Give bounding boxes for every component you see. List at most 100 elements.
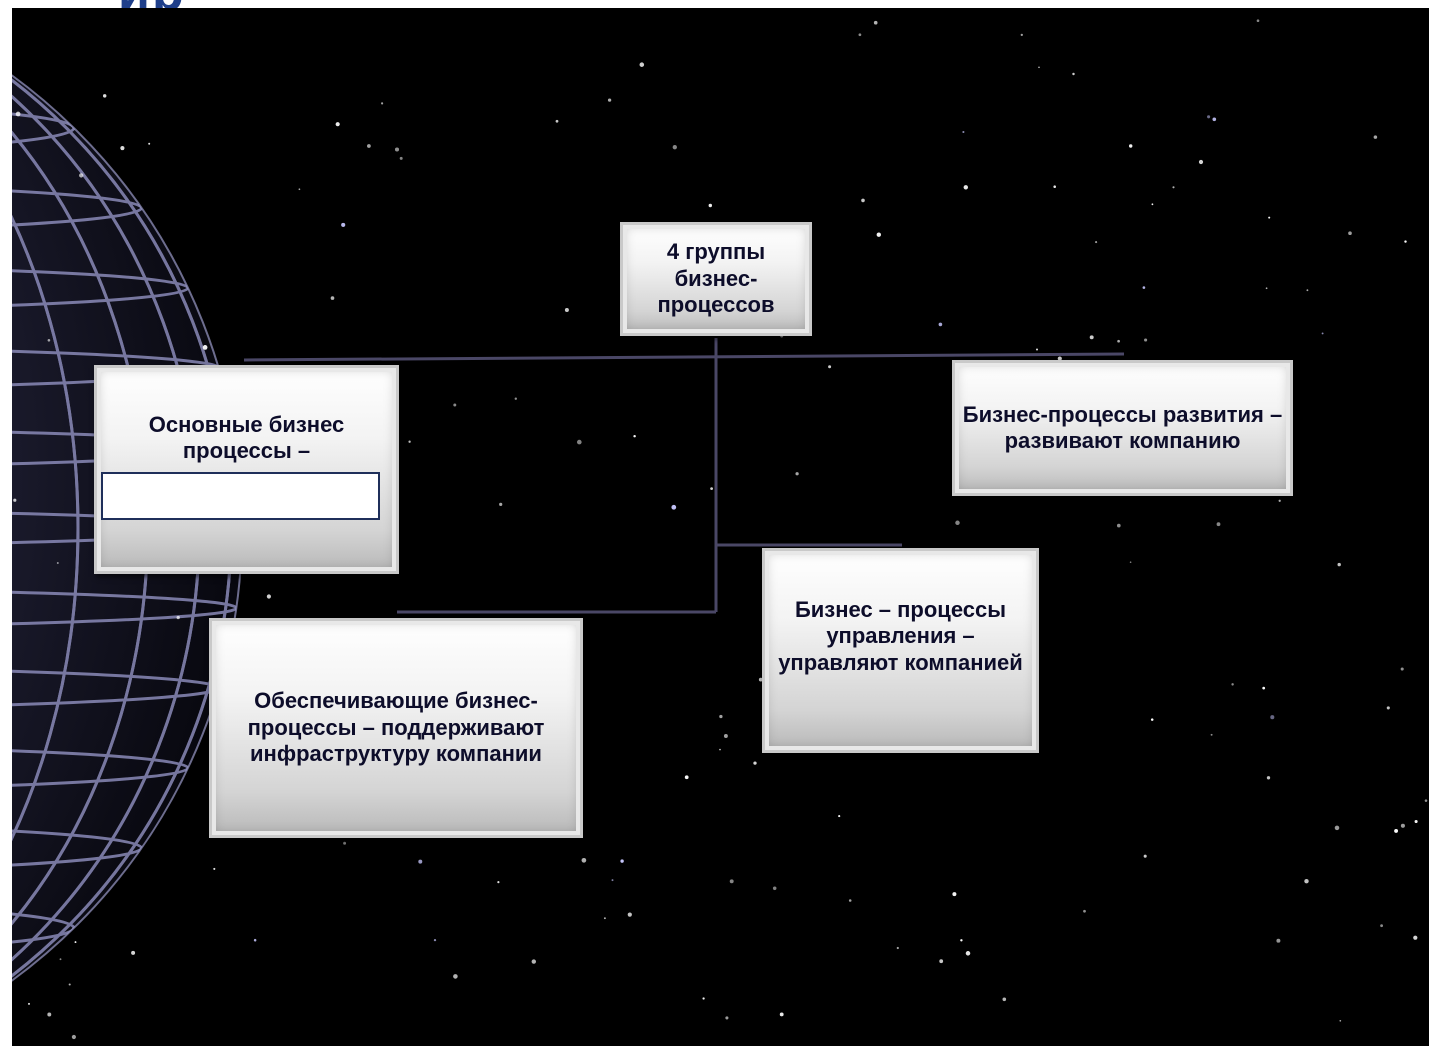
node-main-processes: Основные бизнес процессы –: [94, 365, 399, 574]
star: [1095, 241, 1098, 244]
star: [1053, 185, 1056, 188]
star: [963, 185, 969, 190]
star: [202, 345, 208, 350]
star: [1198, 159, 1204, 165]
star: [723, 734, 728, 738]
star: [1373, 135, 1378, 139]
star: [729, 879, 734, 884]
star: [1231, 683, 1234, 686]
redaction-box: [101, 472, 380, 520]
star: [620, 859, 624, 863]
star: [633, 434, 636, 438]
star: [418, 859, 423, 864]
star: [1002, 997, 1007, 1002]
star: [514, 397, 517, 400]
star: [298, 188, 301, 191]
star: [381, 102, 384, 105]
star: [47, 339, 51, 342]
star: [1386, 706, 1390, 710]
star: [1262, 686, 1266, 690]
star: [1212, 117, 1217, 122]
star: [1143, 854, 1147, 858]
star: [965, 951, 971, 956]
star: [1128, 144, 1133, 148]
star: [1265, 287, 1268, 290]
star: [433, 938, 437, 942]
node-root-label: 4 группы бизнес-процессов: [657, 239, 775, 318]
star: [611, 879, 614, 882]
star: [453, 974, 458, 979]
star: [1216, 522, 1221, 527]
star: [102, 94, 107, 98]
star: [56, 562, 59, 564]
star: [1270, 715, 1275, 720]
star: [952, 892, 957, 897]
star: [896, 946, 899, 950]
star: [684, 775, 689, 780]
star: [79, 173, 84, 178]
star: [1334, 825, 1340, 831]
star: [341, 222, 346, 227]
star: [564, 308, 569, 312]
star: [725, 1016, 729, 1020]
star: [627, 912, 632, 917]
star: [1151, 203, 1154, 206]
star: [1414, 819, 1418, 824]
star: [1036, 348, 1038, 351]
star: [838, 815, 841, 818]
star: [672, 145, 677, 150]
star: [938, 322, 943, 327]
star: [1268, 216, 1271, 219]
star: [47, 1012, 52, 1017]
star: [343, 841, 347, 845]
star: [779, 1012, 784, 1017]
star: [858, 33, 862, 37]
star: [367, 144, 371, 148]
star: [394, 147, 400, 152]
star: [1207, 115, 1211, 119]
star: [708, 203, 713, 208]
star: [962, 130, 965, 134]
node-management: Бизнес – процессы управления – управляют…: [762, 548, 1039, 753]
node-support: Обеспечивающие бизнес-процессы – поддерж…: [209, 618, 583, 838]
star: [1394, 828, 1399, 833]
star: [1424, 799, 1428, 802]
connector-lines: [243, 338, 1125, 614]
star: [607, 98, 612, 102]
star: [873, 20, 878, 25]
star: [1117, 339, 1120, 343]
star: [1210, 733, 1213, 736]
star: [1020, 33, 1023, 37]
star: [408, 440, 411, 443]
star: [59, 958, 62, 961]
star: [1306, 289, 1309, 292]
star: [13, 498, 17, 502]
star: [335, 122, 340, 127]
star: [131, 950, 136, 955]
star: [772, 886, 777, 891]
star: [1150, 718, 1154, 721]
star: [1144, 338, 1148, 342]
node-main-label: Основные бизнес процессы –: [148, 412, 345, 464]
star: [753, 761, 757, 765]
star: [74, 941, 77, 944]
star: [1142, 286, 1146, 289]
star: [1057, 356, 1062, 361]
star: [1304, 879, 1309, 884]
star: [1337, 562, 1341, 567]
star: [1072, 72, 1075, 76]
star: [330, 296, 335, 300]
star: [1348, 231, 1352, 236]
star: [266, 594, 271, 599]
star: [497, 881, 500, 884]
star: [213, 867, 216, 870]
star: [253, 938, 257, 942]
star: [1038, 66, 1040, 69]
star: [1321, 332, 1324, 335]
star: [848, 899, 852, 902]
node-root: 4 группы бизнес-процессов: [620, 222, 812, 336]
star: [1278, 499, 1281, 502]
star: [1266, 776, 1271, 780]
star: [148, 142, 151, 145]
star: [1172, 186, 1175, 189]
